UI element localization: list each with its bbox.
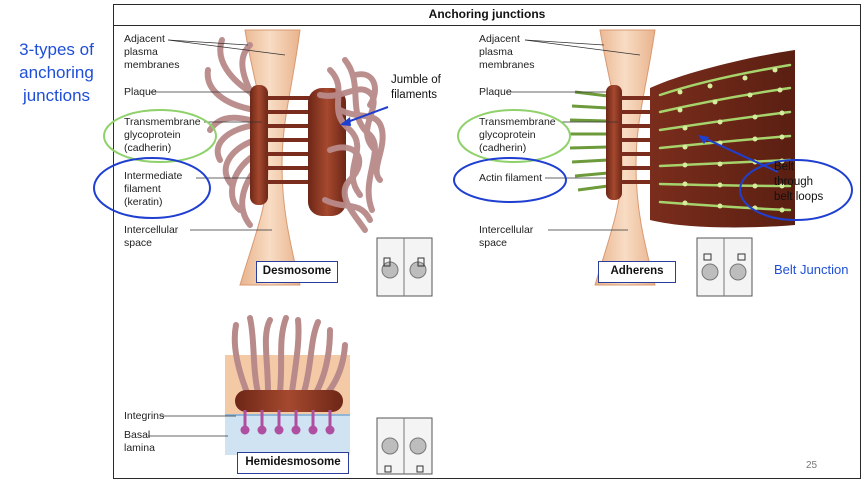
label-line: Intermediate <box>124 170 183 182</box>
figure-frame <box>113 4 861 479</box>
desmosome-plaque-right <box>308 88 346 216</box>
label-line: Intercellular <box>479 224 534 236</box>
hemidesmosome-caption: Hemidesmosome <box>237 452 349 474</box>
annotation-line: Belt <box>774 161 794 173</box>
desmosome-plaque-left <box>250 85 268 205</box>
adherens-adjacent-label: Adjacent plasma membranes <box>479 33 534 72</box>
label-line: filament <box>124 183 161 195</box>
jumble-arrow <box>340 106 389 126</box>
label-line: plasma <box>479 46 513 58</box>
belt-annotation: Belt through belt loops <box>774 160 823 205</box>
desmosome-cell-icon <box>376 237 433 297</box>
label-line: glycoprotein <box>479 129 536 141</box>
label-line: space <box>124 237 153 249</box>
desmosome-adjacent-label: Adjacent plasma membranes <box>124 33 179 72</box>
hemidesmosome-cell-icon <box>376 417 433 475</box>
label-line: plasma <box>124 46 158 58</box>
desmosome-filament-oval <box>93 157 211 219</box>
annotation-line: filaments <box>391 89 438 101</box>
belt-annotation-oval <box>739 159 853 221</box>
desmosome-plaque-label: Plaque <box>124 86 157 98</box>
label-line: Basal <box>124 429 151 441</box>
label-line: membranes <box>124 59 180 71</box>
label-line: Transmembrane <box>479 116 556 128</box>
desmosome-drawing <box>204 29 386 286</box>
slide-title-line: 3-types of <box>19 40 94 59</box>
hemidesmosome-basal-label: Basal lamina <box>124 429 155 455</box>
belt-arrow <box>698 135 779 173</box>
adherens-actin-left <box>569 90 609 192</box>
adherens-drawing <box>569 29 795 286</box>
desmosome-transmembrane-label: Transmembrane glycoprotein (cadherin) <box>124 116 201 155</box>
hemidesmosome-drawing <box>225 315 350 455</box>
desmosome-caption: Desmosome <box>256 261 338 283</box>
label-line: (cadherin) <box>124 142 172 154</box>
slide-title-line: anchoring <box>19 63 94 82</box>
adherens-actin-oval <box>453 157 567 203</box>
annotation-line: Jumble of <box>391 74 441 86</box>
hemidesmosome-integrins <box>243 410 332 428</box>
adherens-cell-icon <box>696 237 753 297</box>
hemidesmosome-filaments <box>231 315 348 398</box>
desmosome-leader-lines <box>150 39 286 231</box>
adherens-plaque-label: Plaque <box>479 86 512 98</box>
annotation-line: belt loops <box>774 191 824 203</box>
hemidesmosome-integrins-label: Integrins <box>124 410 165 422</box>
belt-junction-label: Belt Junction <box>774 262 849 277</box>
adherens-transmembrane-label: Transmembrane glycoprotein (cadherin) <box>479 116 556 155</box>
label-line: membranes <box>479 59 535 71</box>
adherens-cadherin-oval <box>457 109 571 163</box>
slide-title-line: junctions <box>22 86 91 105</box>
slide-title: 3-types of anchoring junctions <box>0 38 113 107</box>
label-line: glycoprotein <box>124 129 181 141</box>
desmosome-filaments-right <box>317 57 386 233</box>
adherens-caption: Adherens <box>598 261 676 283</box>
adherens-membrane <box>594 29 656 286</box>
desmosome-cadherin-oval <box>103 109 217 163</box>
desmosome-intercellular-label: Intercellular space <box>124 224 178 250</box>
label-line: Transmembrane <box>124 116 201 128</box>
hemidesmosome-leader-lines <box>148 415 236 437</box>
label-line: lamina <box>124 442 155 454</box>
page-number: 25 <box>806 460 818 471</box>
label-line: space <box>479 237 508 249</box>
annotation-line: through <box>774 176 814 188</box>
label-line: Intercellular <box>124 224 179 236</box>
desmosome-cadherins <box>265 96 310 184</box>
adherens-leader-lines <box>506 39 641 231</box>
adherens-actin-label: Actin filament <box>479 172 543 184</box>
label-line: Adjacent <box>479 33 520 45</box>
adherens-plaque-left <box>606 85 622 200</box>
hemidesmosome-plaque <box>235 390 343 412</box>
label-line: (keratin) <box>124 196 163 208</box>
adherens-cadherins <box>620 96 652 184</box>
desmosome-intermediate-label: Intermediate filament (keratin) <box>124 170 182 209</box>
label-line: (cadherin) <box>479 142 527 154</box>
figure-header: Anchoring junctions <box>113 4 861 26</box>
jumble-annotation: Jumble of filaments <box>391 73 441 103</box>
label-line: Adjacent <box>124 33 165 45</box>
hemidesmosome-integrin-heads <box>240 425 335 435</box>
adherens-intercellular-label: Intercellular space <box>479 224 533 250</box>
